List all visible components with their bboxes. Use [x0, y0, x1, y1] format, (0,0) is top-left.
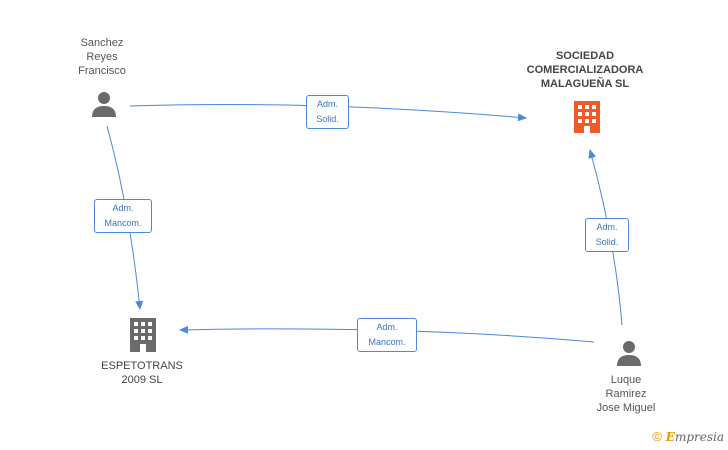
- edge-label-sanchez-espetotrans[interactable]: Adm. Mancom.: [94, 199, 152, 233]
- edge-label-luque-espetotrans[interactable]: Adm. Mancom.: [357, 318, 417, 352]
- node-label-luque: Luque Ramirez Jose Miguel: [596, 374, 656, 414]
- brand-rest: mpresia: [674, 429, 724, 444]
- building-icon[interactable]: [572, 101, 602, 133]
- building-icon[interactable]: [128, 318, 158, 352]
- edge-label-line1: Adm.: [596, 222, 618, 232]
- edge-label-luque-sociedad[interactable]: Adm. Solid.: [585, 218, 629, 252]
- node-label-espetotrans: ESPETOTRANS 2009 SL: [101, 360, 183, 386]
- edge-label-line2: Mancom.: [104, 218, 142, 228]
- edge-label-line1: Adm.: [316, 99, 338, 109]
- copyright-icon: ©: [652, 429, 662, 444]
- brand-name: Empresia: [666, 430, 724, 444]
- brand-initial: E: [665, 429, 675, 444]
- edge-label-sanchez-sociedad[interactable]: Adm. Solid.: [306, 95, 349, 129]
- edge-label-line2: Mancom.: [368, 337, 406, 347]
- node-label-sociedad: SOCIEDAD COMERCIALIZADORA MALAGUEÑA SL: [526, 50, 644, 90]
- edge-label-line1: Adm.: [376, 322, 398, 332]
- person-icon[interactable]: [615, 339, 643, 367]
- edge-label-line1: Adm.: [112, 203, 134, 213]
- edge-label-line2: Solid.: [316, 114, 339, 124]
- node-label-sanchez: Sanchez Reyes Francisco: [78, 37, 126, 77]
- brand-logo: © Empresia: [652, 429, 724, 444]
- person-icon[interactable]: [90, 90, 118, 118]
- edge-label-line2: Solid.: [595, 237, 619, 247]
